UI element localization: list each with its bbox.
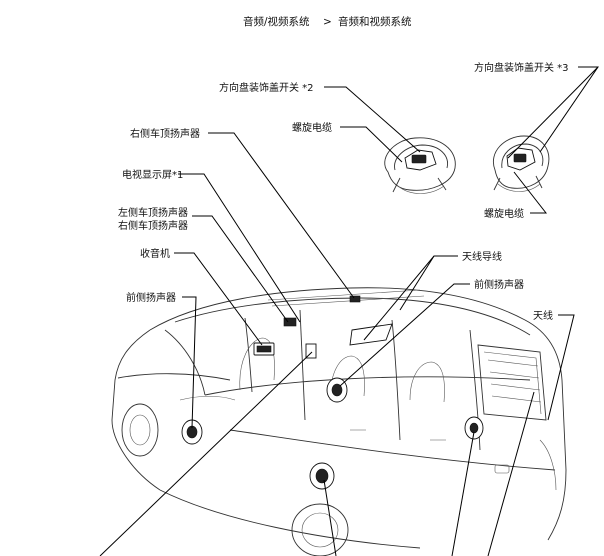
front-speaker-right-unit xyxy=(326,377,348,403)
steering-wheel-right xyxy=(493,135,550,192)
label-front-speaker-left: 前侧扬声器 xyxy=(126,291,176,304)
breadcrumb-section: 音频/视频系统 xyxy=(243,15,310,28)
tv-display-unit xyxy=(349,295,393,346)
leader-lines xyxy=(99,66,599,556)
radio-receiver-unit xyxy=(253,342,275,356)
label-steering-pad-switch-3: 方向盘装饰盖开关 *3 xyxy=(474,61,569,74)
label-roof-speaker-lh: 左侧车顶扬声器 xyxy=(118,206,188,219)
front-speaker-left-unit xyxy=(181,419,203,445)
roof-speaker-unit xyxy=(283,317,317,359)
label-roof-speaker-rh-2: 右侧车顶扬声器 xyxy=(118,219,188,232)
label-roof-speaker-rh: 右侧车顶扬声器 xyxy=(130,127,200,140)
steering-wheel-left xyxy=(384,137,456,194)
label-radio-receiver: 收音机 xyxy=(140,247,170,260)
label-tv-display-1: 电视显示屏*1 xyxy=(122,168,183,181)
label-antenna: 天线 xyxy=(533,309,553,322)
breadcrumb-separator: > xyxy=(323,16,332,28)
breadcrumb-page: 音频和视频系统 xyxy=(338,15,412,28)
label-antenna-cord: 天线导线 xyxy=(462,250,502,263)
rear-speaker-unit xyxy=(309,416,484,490)
label-spiral-cable-right: 螺旋电缆 xyxy=(484,207,524,220)
vehicle-body xyxy=(111,287,567,556)
label-spiral-cable-left: 螺旋电缆 xyxy=(292,121,332,134)
label-steering-pad-switch-2: 方向盘装饰盖开关 *2 xyxy=(219,81,314,94)
label-front-speaker-right: 前侧扬声器 xyxy=(474,278,524,291)
